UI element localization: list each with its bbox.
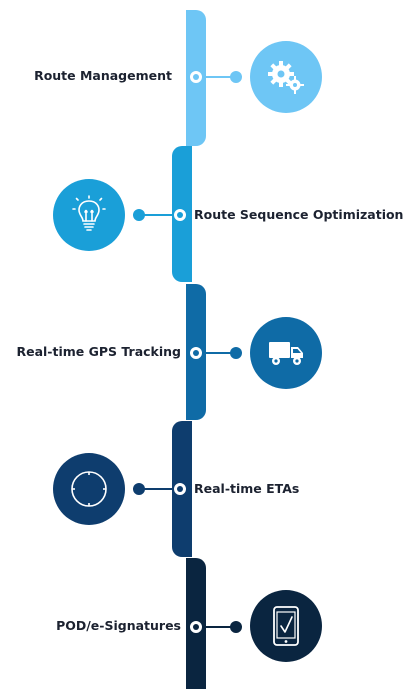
connector-dot bbox=[133, 209, 145, 221]
step-icon-circle bbox=[250, 317, 322, 389]
connector-dot bbox=[230, 621, 242, 633]
timeline-node bbox=[174, 483, 186, 495]
step-label: Real-time ETAs bbox=[194, 481, 300, 496]
timeline-node bbox=[174, 209, 186, 221]
tablet-check-icon bbox=[273, 606, 299, 646]
timeline-node bbox=[190, 71, 202, 83]
step-icon-circle bbox=[250, 41, 322, 113]
clock-icon bbox=[71, 471, 107, 507]
step-label: Real-time GPS Tracking bbox=[16, 344, 181, 359]
lightbulb-icon bbox=[72, 195, 106, 231]
step-label: Route Sequence Optimization bbox=[194, 207, 404, 222]
timeline-node bbox=[190, 347, 202, 359]
connector-dot bbox=[230, 347, 242, 359]
step-label: POD/e-Signatures bbox=[56, 618, 181, 633]
connector-line bbox=[140, 214, 176, 216]
gears-icon bbox=[268, 61, 304, 94]
connector-line bbox=[202, 352, 234, 354]
timeline-node bbox=[190, 621, 202, 633]
truck-icon bbox=[269, 342, 303, 365]
connector-dot bbox=[133, 483, 145, 495]
step-icon-circle bbox=[53, 179, 125, 251]
step-icon-circle bbox=[250, 590, 322, 662]
connector-dot bbox=[230, 71, 242, 83]
connector-line bbox=[202, 76, 234, 78]
connector-line bbox=[202, 626, 234, 628]
connector-line bbox=[140, 488, 176, 490]
step-label: Route Management bbox=[34, 68, 172, 83]
step-icon-circle bbox=[53, 453, 125, 525]
